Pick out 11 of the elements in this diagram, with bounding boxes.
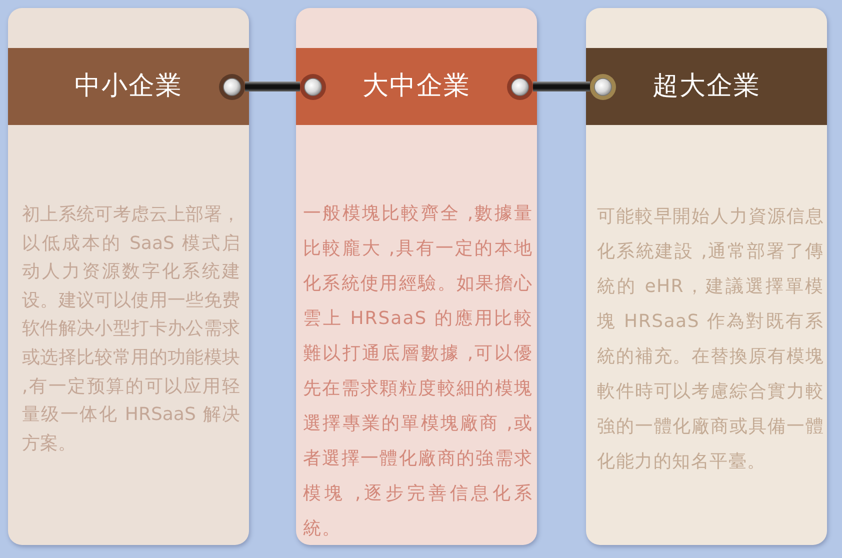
tier-card: [8, 8, 249, 545]
connector-bar: [245, 82, 300, 92]
description-text: 一般模塊比較齊全 ,數據量比較龐大 ,具有一定的本地化系統使用經驗。如果擔心雲上 HRSaaS 的應用比較難以打通底層數據 ,可以優先在需求顆粒度較細的模塊選擇專業的單模塊廠商 ,或者選擇一體化廠商的強需求模塊 ,逐步完善信息化系統。: [303, 202, 533, 541]
tier-heading: 大中企業: [362, 70, 470, 102]
description-text: 可能較早開始人力資源信息化系統建設 ,通常部署了傳統的 eHR，建議選擇單模塊 HRSaaS 作為對既有系統的補充。在替換原有模塊軟件時可以考慮綜合實力較強的一體化廠商或具備一體化能力的知名平臺。: [597, 205, 824, 474]
tier-heading: 超大企業: [652, 70, 760, 102]
tier-heading: 中小企業: [74, 70, 182, 102]
description-text: 初上系统可考虑云上部署，以低成本的 SaaS 模式启动人力资源数字化系统建设。建议可以使用一些免费软件解决小型打卡办公需求或选择比较常用的功能模块 ,有一定预算的可以应用轻量级一体化 HRSaaS 解决方案。: [22, 203, 240, 456]
connector-bar: [533, 82, 590, 92]
tier-card: [586, 8, 827, 545]
tier-card: [296, 8, 537, 545]
